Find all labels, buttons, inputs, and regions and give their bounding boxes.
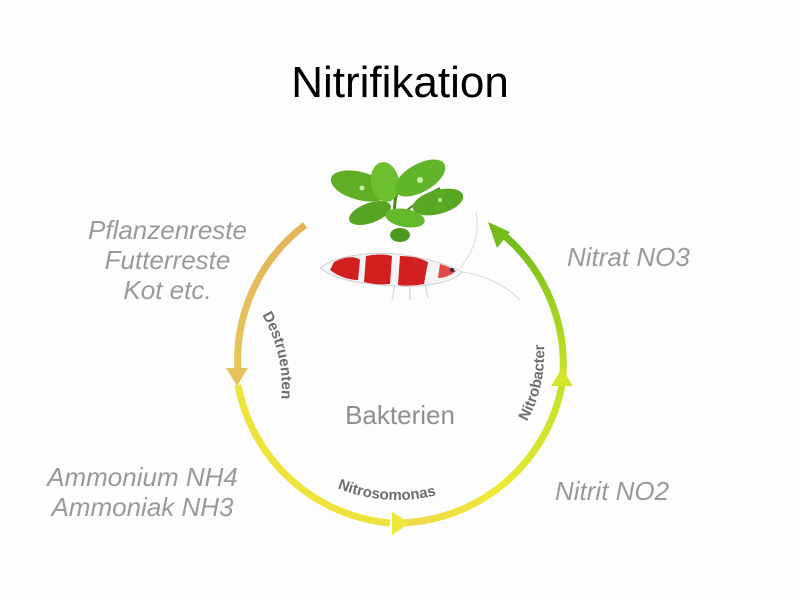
label-line-futterreste: Futterreste (104, 245, 231, 275)
nitrosomonas-arrowhead (392, 512, 410, 535)
label-line-kot: Kot etc. (123, 275, 212, 305)
nitrobacter-label: Nitrobacter (515, 344, 548, 423)
nitrobacter-arc (497, 229, 567, 386)
svg-text:Destruenten: Destruenten (259, 309, 295, 400)
label-line-pflanzenreste: Pflanzenreste (88, 215, 247, 245)
nitrit-label: Nitrit NO2 (555, 476, 670, 506)
nitrobacter-arrowhead-bottom (551, 368, 573, 386)
nitrobacter-arrowhead-top (488, 222, 510, 248)
nitrosomonas-arc (234, 384, 391, 527)
destruenten-label: Destruenten (259, 309, 295, 400)
label-line-ammoniak: Ammoniak NH3 (51, 492, 234, 522)
nitrat-label: Nitrat NO3 (567, 242, 690, 272)
svg-text:Nitrobacter: Nitrobacter (515, 344, 548, 423)
nitrosomonas-arc-2 (399, 384, 566, 527)
ammonium-label: Ammonium NH4 Ammoniak NH3 (20, 462, 265, 522)
destruenten-arc (234, 222, 308, 373)
label-line-ammonium: Ammonium NH4 (47, 462, 238, 492)
diagram-title: Nitrifikation (291, 58, 509, 107)
organic-matter-label: Pflanzenreste Futterreste Kot etc. (60, 215, 275, 305)
bacteria-center-label: Bakterien (345, 400, 455, 430)
nitrosomonas-label: Nitrosomonas (336, 476, 437, 504)
destruenten-arrowhead (226, 368, 248, 386)
plant-image (330, 159, 464, 242)
shrimp-image (319, 211, 521, 301)
svg-text:Nitrosomonas: Nitrosomonas (336, 476, 437, 504)
